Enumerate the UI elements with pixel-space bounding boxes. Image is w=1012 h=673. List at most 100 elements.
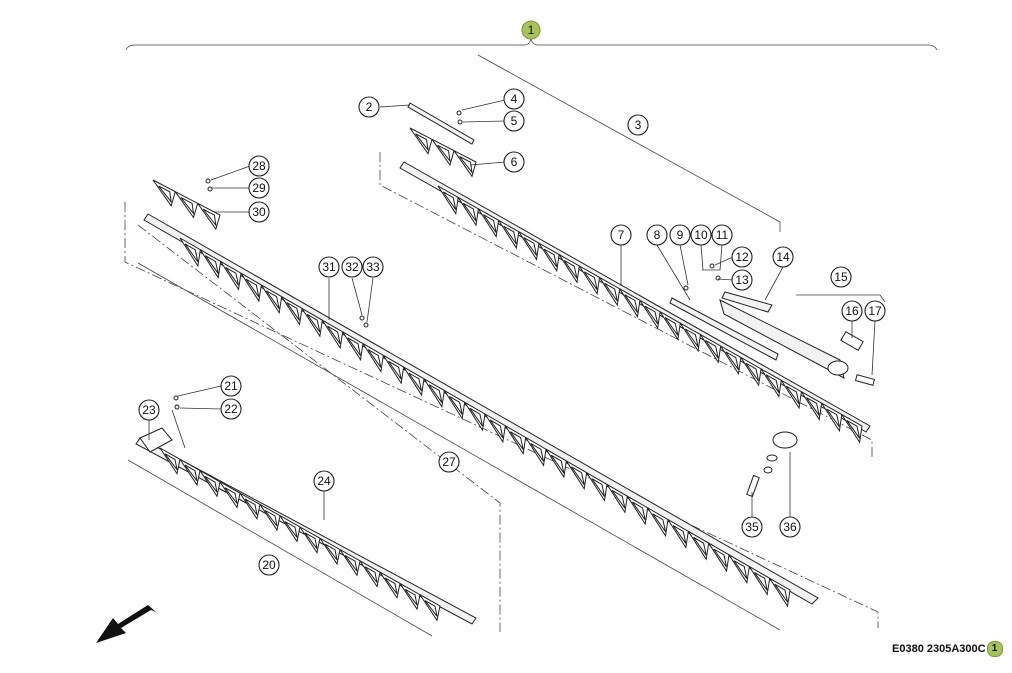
knife-section-inner [624,294,638,313]
knife-section-inner [664,317,679,336]
knife-section-inner [204,475,218,493]
knife-section-inner [164,453,178,470]
direction-arrow-icon [96,605,156,643]
callout-28: 28 [248,155,270,177]
knife-section-set-left [152,179,221,231]
svg-text:29: 29 [252,181,266,195]
svg-text:21: 21 [224,379,238,393]
knife-section-inner [604,282,618,302]
hardware-dots [173,110,721,410]
knife-section-inner [745,362,760,382]
knife-section-inner [244,498,258,516]
knife-section-inner [367,349,382,368]
assembly-brace [125,37,938,51]
knife-section-inner [523,237,538,256]
main-knife-bar [143,213,819,608]
knife-section-inner [384,577,398,595]
knife-section-inner [583,271,598,291]
svg-text:23: 23 [142,403,156,417]
svg-text:11: 11 [716,228,729,242]
knife-section-inner [765,374,780,393]
knife-section-inner [846,419,861,439]
knife-section-inner [571,466,585,486]
knife-back-strip [669,297,779,361]
knife-section-inner [591,478,606,497]
knife-section-inner [563,259,578,279]
knife-head [719,291,849,379]
knife-section-inner [806,397,820,416]
knife-section-inner [306,313,321,333]
leader-lines [148,99,876,520]
svg-text:3: 3 [635,118,642,132]
knife-section-inner [693,536,707,556]
callout-3: 3 [627,114,649,136]
knife-section-set-top [407,102,477,178]
knife-section-inner [672,525,687,544]
knife-section-inner [224,487,238,504]
callout-22: 22 [220,398,242,420]
knife-section-inner [462,202,477,222]
svg-text:7: 7 [618,228,625,242]
knife-section-inner [543,248,558,268]
knife-section-inner [408,372,423,392]
svg-text:22: 22 [224,402,238,416]
knife-section-inner [404,588,418,606]
knife-section-inner [503,225,517,245]
callout-32: 32 [341,256,363,278]
drawing-code-badge: 1 [986,641,1003,657]
knife-group-outline-lower [137,224,501,632]
knife-section-inner [733,560,748,579]
callout-2: 2 [358,96,380,118]
knife-section-inner [184,464,198,482]
knife-section-inner [530,442,545,462]
knife-section-inner [202,208,217,227]
knife-section-inner [286,302,301,321]
svg-text:1: 1 [528,23,535,37]
svg-text:35: 35 [745,520,759,534]
callout-29: 29 [248,177,270,199]
callout-30: 30 [248,201,270,223]
svg-text:31: 31 [322,260,336,274]
bearing-36 [763,431,798,474]
knife-section-inner [774,583,789,603]
knife-section-inner [483,214,497,233]
callout-6: 6 [503,151,525,173]
knife-section-inner [705,339,719,359]
svg-text:32: 32 [345,260,359,274]
svg-text:17: 17 [868,304,882,318]
knife-section-inner [180,197,195,216]
knife-section-inner [489,419,504,439]
callout-8: 8 [646,224,668,246]
knife-section-inner [415,133,429,152]
callout-1: 1 [521,20,541,40]
svg-text:12: 12 [735,250,749,264]
knife-section-inner [264,509,278,527]
knife-section-inner [205,255,219,274]
knife-section-inner [424,600,438,617]
callout-9: 9 [669,224,691,246]
svg-text:8: 8 [654,228,661,242]
knife-section-inner [364,566,378,583]
knife-section-inner [725,351,739,371]
bolt-35 [746,474,760,498]
callout-20: 20 [258,554,280,576]
group-15-bracket [796,294,886,303]
callout-27: 27 [438,451,460,473]
ball-joint-16 [840,330,864,352]
callout-21: 21 [220,375,242,397]
knife-section-inner [428,384,443,403]
svg-text:28: 28 [252,159,266,173]
knife-section-inner [644,305,659,325]
svg-text:15: 15 [834,270,848,284]
knife-section-inner [785,385,800,405]
svg-text:13: 13 [735,273,749,287]
knife-section-inner [324,543,338,561]
knife-section-inner [266,290,280,310]
callout-4: 4 [503,88,525,110]
group-27-bracket [137,262,781,631]
callout-31: 31 [318,256,340,278]
callout-17: 17 [864,300,886,322]
knife-section-inner [632,501,646,521]
